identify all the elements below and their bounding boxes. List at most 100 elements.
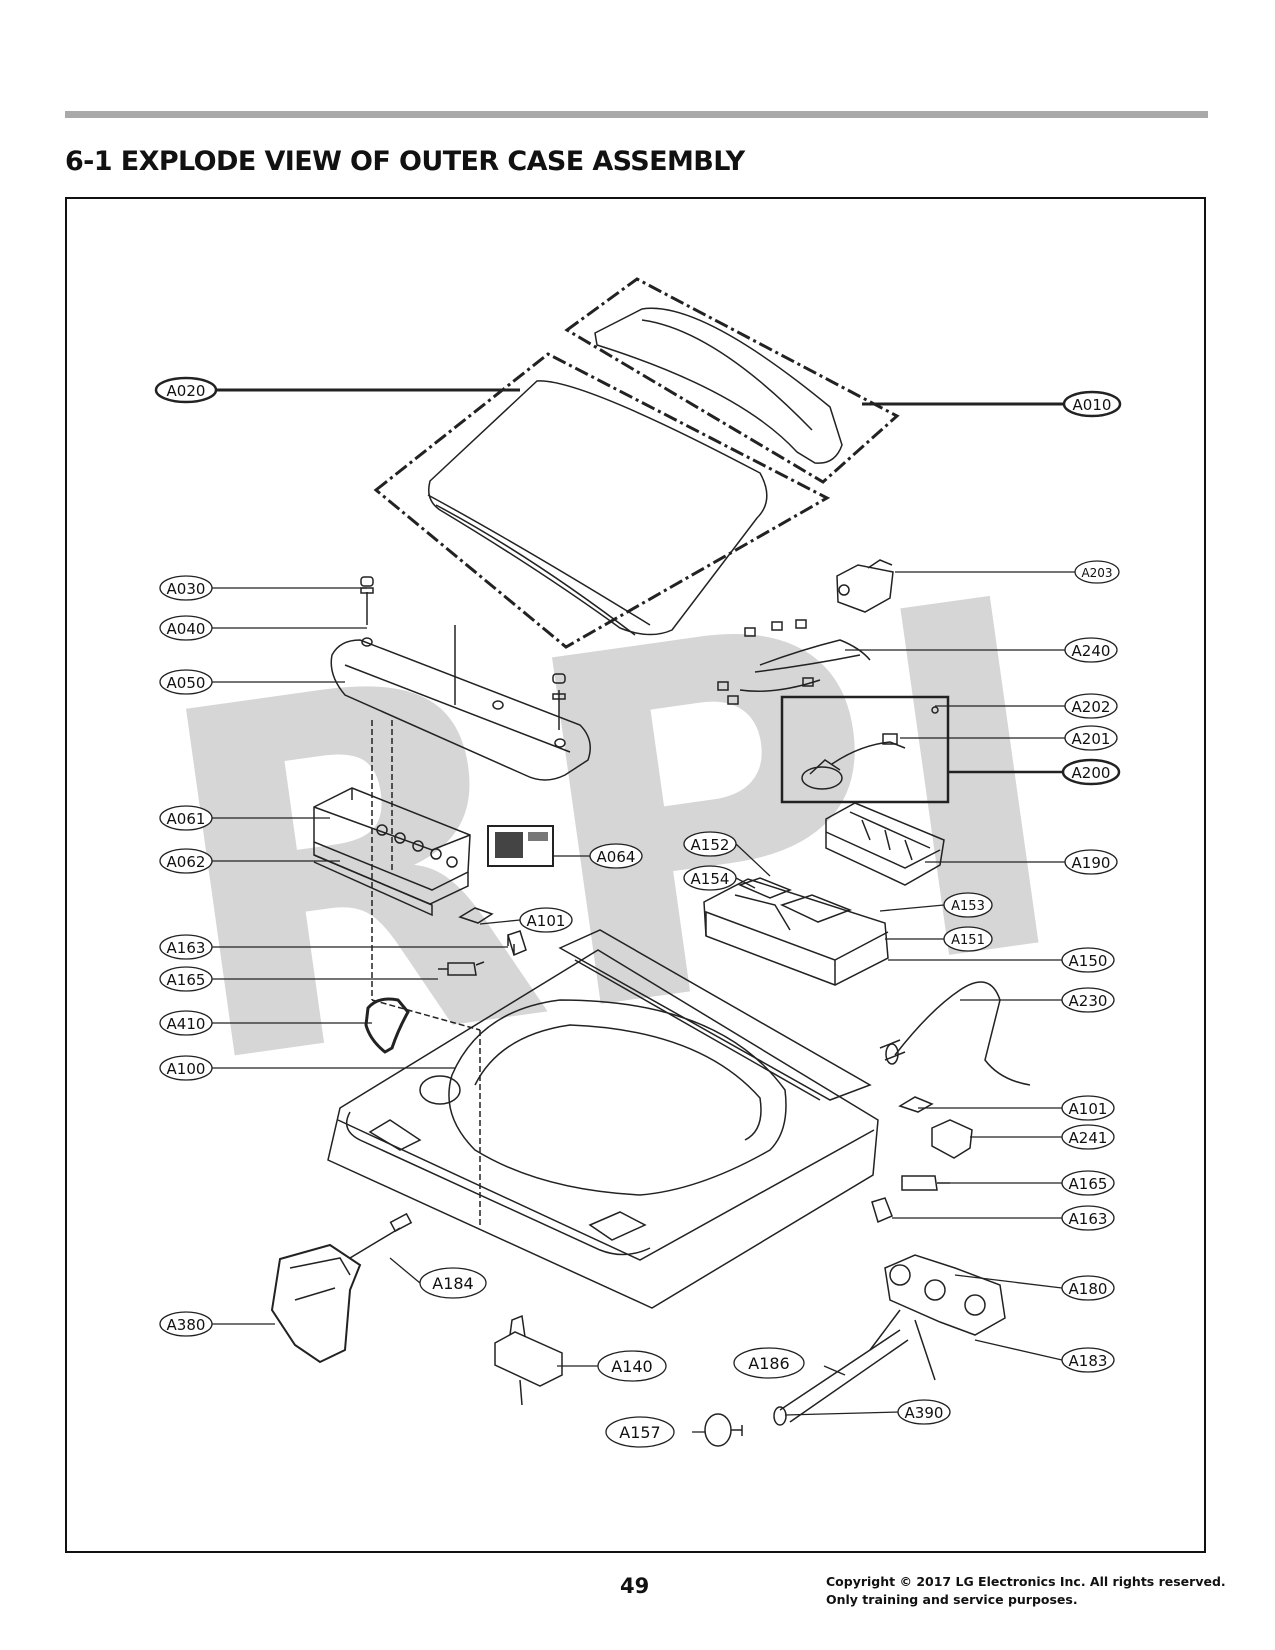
watermark-text: RPI xyxy=(129,496,1098,1175)
svg-text:A180: A180 xyxy=(1069,1280,1108,1298)
svg-text:A062: A062 xyxy=(167,853,206,871)
copyright-line: Copyright © 2017 LG Electronics Inc. All… xyxy=(826,1574,1226,1589)
hose-guide-a380-drawing xyxy=(270,1212,413,1364)
inlet-pipe-drawing xyxy=(773,1329,909,1426)
door-lock-a140-drawing xyxy=(494,1314,563,1406)
svg-text:A202: A202 xyxy=(1072,698,1111,716)
connector-a241-drawing xyxy=(931,1119,973,1159)
wire-harness-a240-drawing xyxy=(717,619,871,705)
top-cover-drawing xyxy=(327,929,879,1309)
svg-text:A163: A163 xyxy=(1069,1210,1108,1228)
svg-text:A101: A101 xyxy=(1069,1100,1108,1118)
callout-a151: A151 xyxy=(943,926,993,952)
seal-a410-drawing xyxy=(364,997,410,1054)
svg-text:A157: A157 xyxy=(619,1423,660,1442)
callout-a240: A240 xyxy=(1064,637,1118,663)
bracket-a101-drawing xyxy=(458,907,494,924)
svg-text:A240: A240 xyxy=(1072,642,1111,660)
svg-text:A380: A380 xyxy=(167,1316,206,1334)
callout-a201: A201 xyxy=(1064,725,1118,751)
svg-text:A064: A064 xyxy=(597,848,636,866)
water-valve-a180-drawing xyxy=(869,1254,1006,1381)
svg-text:A203: A203 xyxy=(1081,566,1112,580)
callout-a140: A140 xyxy=(597,1350,667,1382)
svg-text:A154: A154 xyxy=(691,870,730,888)
panel-cover-drawing xyxy=(330,576,591,781)
svg-text:A020: A020 xyxy=(167,382,206,400)
svg-text:A184: A184 xyxy=(432,1274,473,1293)
callout-a040: A040 xyxy=(159,615,213,641)
callout-a186: A186 xyxy=(733,1347,805,1379)
svg-text:A151: A151 xyxy=(951,933,985,948)
callout-a154: A154 xyxy=(683,865,737,891)
diagram-frame xyxy=(65,197,1206,1553)
svg-text:A153: A153 xyxy=(951,899,985,914)
callout-a101-center: A101 xyxy=(519,907,573,933)
callout-a050: A050 xyxy=(159,669,213,695)
callout-a184: A184 xyxy=(419,1267,487,1299)
callout-a165-right: A165 xyxy=(1061,1170,1115,1196)
pressure-switch-a200-drawing xyxy=(780,695,950,804)
svg-text:A183: A183 xyxy=(1069,1352,1108,1370)
lock-a165-left-drawing xyxy=(438,961,485,976)
svg-text:A100: A100 xyxy=(167,1060,206,1078)
callout-a163-right: A163 xyxy=(1061,1205,1115,1231)
svg-text:A201: A201 xyxy=(1072,730,1111,748)
callout-a183: A183 xyxy=(1061,1347,1115,1373)
svg-text:A101: A101 xyxy=(527,912,566,930)
svg-text:A200: A200 xyxy=(1072,764,1111,782)
copyright-notice: Copyright © 2017 LG Electronics Inc. All… xyxy=(826,1573,1226,1609)
lock-a165-right-drawing xyxy=(901,1175,950,1191)
svg-text:A241: A241 xyxy=(1069,1129,1108,1147)
callout-a241: A241 xyxy=(1061,1124,1115,1150)
svg-text:A186: A186 xyxy=(748,1354,789,1373)
dispenser-drawer-a150-drawing xyxy=(703,877,889,986)
callout-a061: A061 xyxy=(159,805,213,831)
switch-a203-drawing xyxy=(836,559,894,613)
usage-line: Only training and service purposes. xyxy=(826,1592,1078,1607)
label-card-drawing xyxy=(487,825,554,867)
svg-text:A030: A030 xyxy=(167,580,206,598)
callout-a062: A062 xyxy=(159,848,213,874)
callout-a203: A203 xyxy=(1074,560,1120,584)
svg-text:A190: A190 xyxy=(1072,854,1111,872)
svg-text:A040: A040 xyxy=(167,620,206,638)
exploded-view-diagram: RPI xyxy=(129,277,1122,1448)
callout-a410: A410 xyxy=(159,1010,213,1036)
svg-text:A150: A150 xyxy=(1069,952,1108,970)
svg-text:A050: A050 xyxy=(167,674,206,692)
top-rule xyxy=(65,111,1208,118)
callout-a200: A200 xyxy=(1061,758,1121,786)
svg-text:A140: A140 xyxy=(611,1357,652,1376)
callout-a101-right: A101 xyxy=(1061,1095,1115,1121)
svg-text:A390: A390 xyxy=(905,1404,944,1422)
callout-a064: A064 xyxy=(589,843,643,869)
callout-a030: A030 xyxy=(159,575,213,601)
callout-a020: A020 xyxy=(154,376,218,404)
callout-a150: A150 xyxy=(1061,947,1115,973)
bracket-a101-right-drawing xyxy=(898,1096,934,1113)
page-number: 49 xyxy=(620,1574,650,1598)
callout-a230: A230 xyxy=(1061,987,1115,1013)
svg-text:A165: A165 xyxy=(1069,1175,1108,1193)
svg-text:A061: A061 xyxy=(167,810,206,828)
leader-lines xyxy=(212,388,1075,1433)
svg-text:A010: A010 xyxy=(1073,396,1112,414)
callout-a180: A180 xyxy=(1061,1275,1115,1301)
switch-a163-right-drawing xyxy=(871,1197,893,1224)
page-title: 6-1 EXPLODE VIEW OF OUTER CASE ASSEMBLY xyxy=(65,146,745,177)
callout-a190: A190 xyxy=(1064,849,1118,875)
callout-a157: A157 xyxy=(605,1416,675,1448)
svg-text:A410: A410 xyxy=(167,1015,206,1033)
lid-a020-drawing xyxy=(373,352,831,649)
callout-a202: A202 xyxy=(1064,693,1118,719)
svg-text:A230: A230 xyxy=(1069,992,1108,1010)
svg-text:A163: A163 xyxy=(167,939,206,957)
pcb-assembly-drawing xyxy=(313,720,481,1225)
callout-a100: A100 xyxy=(159,1055,213,1081)
switch-a163-left-drawing xyxy=(507,930,527,957)
svg-text:A165: A165 xyxy=(167,971,206,989)
callout-a152: A152 xyxy=(683,831,737,857)
callout-a010: A010 xyxy=(1062,390,1122,418)
callout-a165-left: A165 xyxy=(159,966,213,992)
